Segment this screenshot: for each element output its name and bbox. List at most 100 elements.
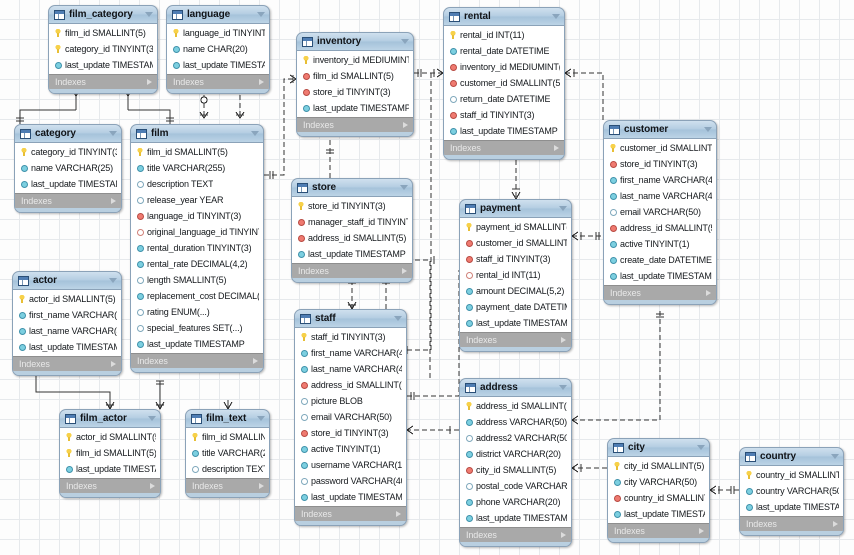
- chevron-down-icon[interactable]: [394, 316, 402, 321]
- column-row[interactable]: rental_id INT(11): [461, 267, 570, 283]
- column-row[interactable]: address_id SMALLINT(5): [293, 230, 411, 246]
- chevron-right-icon[interactable]: [403, 122, 408, 128]
- indexes-section-customer[interactable]: Indexes: [604, 285, 716, 300]
- column-row[interactable]: country_id SMALLINT(5): [609, 490, 708, 506]
- column-row[interactable]: country VARCHAR(50): [741, 483, 842, 499]
- column-row[interactable]: language_id TINYINT(3): [168, 25, 268, 41]
- table-header-rental[interactable]: rental: [444, 8, 564, 26]
- table-header-film[interactable]: film: [131, 125, 263, 143]
- table-header-actor[interactable]: actor: [13, 272, 121, 290]
- column-row[interactable]: postal_code VARCHAR(10): [461, 478, 570, 494]
- column-row[interactable]: film_id SMALLINT(5): [61, 445, 159, 461]
- table-header-language[interactable]: language: [167, 6, 269, 24]
- column-row[interactable]: picture BLOB: [296, 393, 405, 409]
- column-row[interactable]: staff_id TINYINT(3): [296, 329, 405, 345]
- column-row[interactable]: last_update TIMESTAMP: [461, 315, 570, 331]
- indexes-section-language[interactable]: Indexes: [167, 74, 269, 89]
- chevron-right-icon[interactable]: [402, 268, 407, 274]
- column-row[interactable]: last_update TIMESTAMP: [609, 506, 708, 522]
- column-row[interactable]: password VARCHAR(40): [296, 473, 405, 489]
- column-row[interactable]: release_year YEAR: [132, 192, 262, 208]
- chevron-down-icon[interactable]: [145, 12, 153, 17]
- indexes-section-actor[interactable]: Indexes: [13, 356, 121, 371]
- column-row[interactable]: category_id TINYINT(3): [16, 144, 120, 160]
- column-row[interactable]: replacement_cost DECIMAL(5,2): [132, 288, 262, 304]
- column-row[interactable]: last_update TIMESTAMP: [605, 268, 715, 284]
- column-row[interactable]: last_update TIMESTAMP: [14, 339, 120, 355]
- chevron-down-icon[interactable]: [400, 185, 408, 190]
- table-header-film_text[interactable]: film_text: [186, 410, 269, 428]
- column-row[interactable]: description TEXT: [187, 461, 268, 477]
- table-header-city[interactable]: city: [608, 439, 709, 457]
- column-row[interactable]: name VARCHAR(25): [16, 160, 120, 176]
- column-row[interactable]: description TEXT: [132, 176, 262, 192]
- chevron-down-icon[interactable]: [109, 278, 117, 283]
- indexes-section-address[interactable]: Indexes: [460, 527, 571, 542]
- column-row[interactable]: rental_date DATETIME: [445, 43, 563, 59]
- column-row[interactable]: last_update TIMESTAMP: [132, 336, 262, 352]
- column-row[interactable]: store_id TINYINT(3): [298, 84, 412, 100]
- indexes-section-film_text[interactable]: Indexes: [186, 478, 269, 493]
- column-row[interactable]: special_features SET(...): [132, 320, 262, 336]
- table-header-customer[interactable]: customer: [604, 121, 716, 139]
- column-row[interactable]: film_id SMALLINT(5): [50, 25, 156, 41]
- table-header-inventory[interactable]: inventory: [297, 33, 413, 51]
- column-row[interactable]: customer_id SMALLINT(5): [445, 75, 563, 91]
- column-row[interactable]: active TINYINT(1): [605, 236, 715, 252]
- chevron-right-icon[interactable]: [111, 361, 116, 367]
- chevron-down-icon[interactable]: [697, 445, 705, 450]
- column-row[interactable]: last_update TIMESTAMP: [16, 176, 120, 192]
- column-row[interactable]: rental_rate DECIMAL(4,2): [132, 256, 262, 272]
- chevron-right-icon[interactable]: [833, 521, 838, 527]
- column-row[interactable]: rental_duration TINYINT(3): [132, 240, 262, 256]
- chevron-right-icon[interactable]: [259, 79, 264, 85]
- column-row[interactable]: actor_id SMALLINT(5): [14, 291, 120, 307]
- column-row[interactable]: amount DECIMAL(5,2): [461, 283, 570, 299]
- column-row[interactable]: country_id SMALLINT(5): [741, 467, 842, 483]
- indexes-section-city[interactable]: Indexes: [608, 523, 709, 538]
- column-row[interactable]: first_name VARCHAR(45): [605, 172, 715, 188]
- chevron-down-icon[interactable]: [704, 127, 712, 132]
- indexes-section-staff[interactable]: Indexes: [295, 506, 406, 521]
- indexes-section-country[interactable]: Indexes: [740, 516, 843, 531]
- column-row[interactable]: last_update TIMESTAMP: [296, 489, 405, 505]
- indexes-section-category[interactable]: Indexes: [15, 193, 121, 208]
- column-row[interactable]: last_update TIMESTAMP: [61, 461, 159, 477]
- indexes-section-inventory[interactable]: Indexes: [297, 117, 413, 132]
- column-row[interactable]: first_name VARCHAR(45): [14, 307, 120, 323]
- column-row[interactable]: title VARCHAR(255): [187, 445, 268, 461]
- column-row[interactable]: create_date DATETIME: [605, 252, 715, 268]
- indexes-section-film[interactable]: Indexes: [131, 353, 263, 368]
- column-row[interactable]: actor_id SMALLINT(5): [61, 429, 159, 445]
- column-row[interactable]: payment_id SMALLINT(5): [461, 219, 570, 235]
- column-row[interactable]: store_id TINYINT(3): [605, 156, 715, 172]
- column-row[interactable]: last_name VARCHAR(45): [14, 323, 120, 339]
- chevron-down-icon[interactable]: [251, 131, 259, 136]
- column-row[interactable]: username VARCHAR(16): [296, 457, 405, 473]
- column-row[interactable]: film_id SMALLINT(5): [298, 68, 412, 84]
- chevron-down-icon[interactable]: [148, 416, 156, 421]
- column-row[interactable]: last_update TIMESTAMP: [298, 100, 412, 116]
- column-row[interactable]: staff_id TINYINT(3): [461, 251, 570, 267]
- column-row[interactable]: return_date DATETIME: [445, 91, 563, 107]
- column-row[interactable]: payment_date DATETIME: [461, 299, 570, 315]
- column-row[interactable]: title VARCHAR(255): [132, 160, 262, 176]
- chevron-down-icon[interactable]: [109, 131, 117, 136]
- table-header-film_category[interactable]: film_category: [49, 6, 157, 24]
- table-header-category[interactable]: category: [15, 125, 121, 143]
- column-row[interactable]: last_update TIMESTAMP: [445, 123, 563, 139]
- chevron-down-icon[interactable]: [257, 12, 265, 17]
- column-row[interactable]: last_name VARCHAR(45): [296, 361, 405, 377]
- chevron-right-icon[interactable]: [706, 290, 711, 296]
- column-row[interactable]: original_language_id TINYINT(3): [132, 224, 262, 240]
- table-header-film_actor[interactable]: film_actor: [60, 410, 160, 428]
- table-header-staff[interactable]: staff: [295, 310, 406, 328]
